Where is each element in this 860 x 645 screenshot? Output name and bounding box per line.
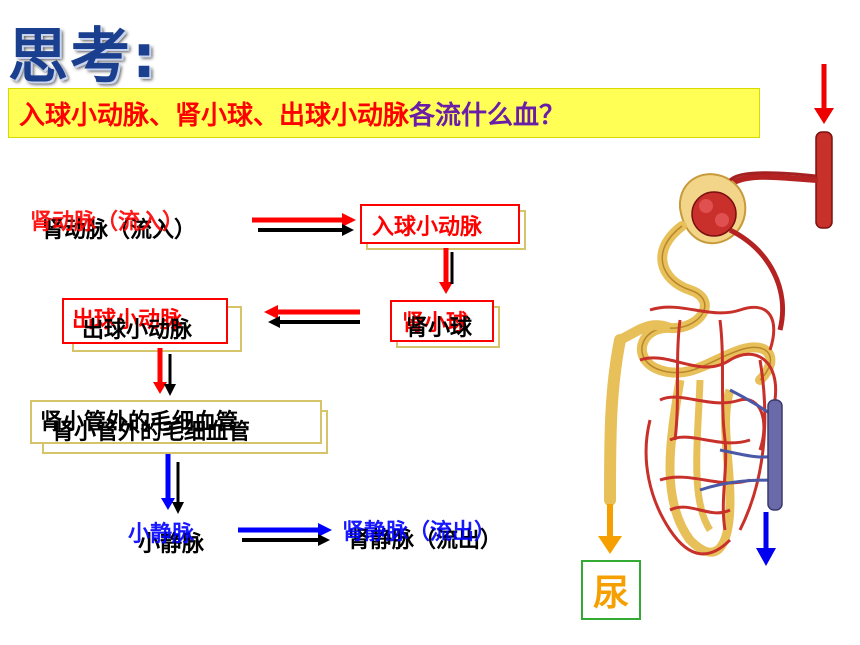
efferent-arteriole-box: 出球小动脉 出球小动脉 (62, 298, 228, 344)
afferent-arteriole-label-red: 入球小动脉 (372, 215, 483, 240)
renal-artery-label-red: 肾动脉（流入） (30, 210, 185, 235)
urine-label: 尿 (592, 573, 629, 614)
arrow-left-1 (264, 305, 360, 328)
renal-vein-label-blue: 肾静脉（流出） (342, 520, 497, 545)
arrow-down-blue (161, 454, 184, 514)
arrow-down-1 (439, 248, 454, 294)
page-title: 思考: (8, 22, 158, 92)
venule-label: 小静脉 (138, 532, 205, 557)
glomerulus-label-red: 肾小球 (402, 311, 469, 336)
efferent-arteriole-label: 出球小动脉 (82, 318, 193, 343)
question-bar: 入球小动脉、肾小球、出球小动脉各流什么血？ (8, 88, 760, 138)
efferent-arteriole-label-red: 出球小动脉 (72, 308, 183, 333)
question-red-text: 入球小动脉、肾小球、出球小动脉 (19, 100, 410, 131)
afferent-arteriole-box: 入球小动脉 入球小动脉 (360, 204, 520, 245)
arrow-right-blue (238, 523, 332, 546)
question-purple-text: 各流什么血？ (409, 100, 566, 131)
venule-label-blue: 小静脉 (128, 522, 195, 547)
glomerulus-box: 肾小球 肾小球 (390, 300, 494, 342)
urine-label-box: 尿 (581, 560, 641, 620)
capillary-label: 肾小管外的毛细血管 (52, 420, 251, 445)
capillary-box: 肾小管外的毛细血管 肾小管外的毛细血管 (30, 400, 322, 445)
glomerulus-label: 肾小球 (406, 316, 473, 341)
renal-artery-label-black: 肾动脉（流入） (42, 218, 197, 243)
arrow-right-1 (252, 213, 356, 236)
arrow-down-2 (153, 348, 176, 396)
capillary-label-top: 肾小管外的毛细血管 (40, 410, 239, 435)
nephron-illustration (598, 64, 834, 566)
renal-vein-label: 肾静脉（流出） (348, 528, 503, 553)
